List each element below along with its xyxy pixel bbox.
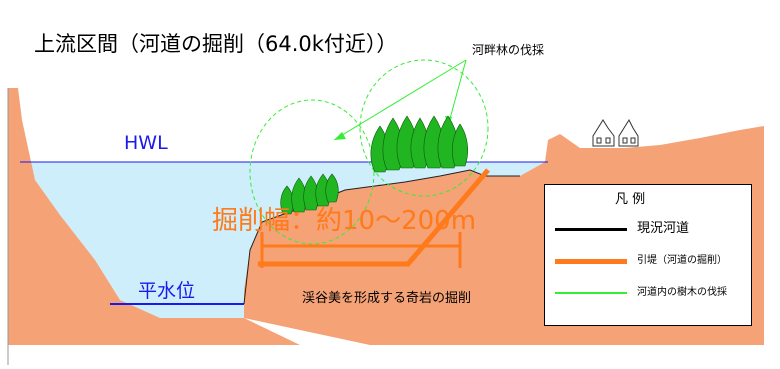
legend-swatch-black-line: [555, 228, 627, 231]
legend-swatch-green-line: [555, 292, 627, 294]
trees-lower-group: [280, 173, 339, 215]
tree-circle-left: [249, 99, 375, 245]
existing-channel-outline: [243, 169, 520, 305]
diagram-title: 上流区間（河道の掘削（64.0k付近））: [34, 32, 398, 56]
left-bank-ground: [8, 88, 300, 345]
trees-upper-group: [370, 115, 469, 173]
pointer-arrow-1: [333, 59, 467, 141]
legend-swatch-orange-line: [555, 259, 627, 264]
excavation-line: [258, 168, 490, 267]
excavation-width-label: 掘削幅：約10～200m: [212, 206, 477, 236]
hwl-label: HWL: [124, 132, 168, 154]
legend-title: 凡 例: [615, 192, 646, 207]
legend-item-label: 引堤（河道の掘削）: [637, 255, 727, 266]
legend-box: 凡 例 現況河道 引堤（河道の掘削） 河道内の樹木の伐採: [544, 184, 752, 326]
houses-icon: [592, 118, 639, 147]
legend-item-tree-felling: 河道内の樹木の伐採: [545, 283, 751, 303]
legend-item-existing-channel: 現況河道: [545, 219, 751, 239]
tree-felling-note: 河畔林の伐採: [472, 43, 545, 57]
river-water: [22, 162, 545, 318]
legend-item-label: 河道内の樹木の伐採: [637, 287, 727, 298]
tree-circle-right: [359, 59, 489, 197]
legend-item-excavation: 引堤（河道の掘削）: [545, 251, 751, 271]
normal-water-level-label: 平水位: [138, 280, 196, 302]
legend-item-label: 現況河道: [637, 221, 690, 236]
pointer-arrow-2: [447, 59, 467, 127]
pointer-arrow-1-head: [334, 132, 346, 140]
rock-excavation-note: 渓谷美を形成する奇岩の掘削: [302, 291, 472, 306]
